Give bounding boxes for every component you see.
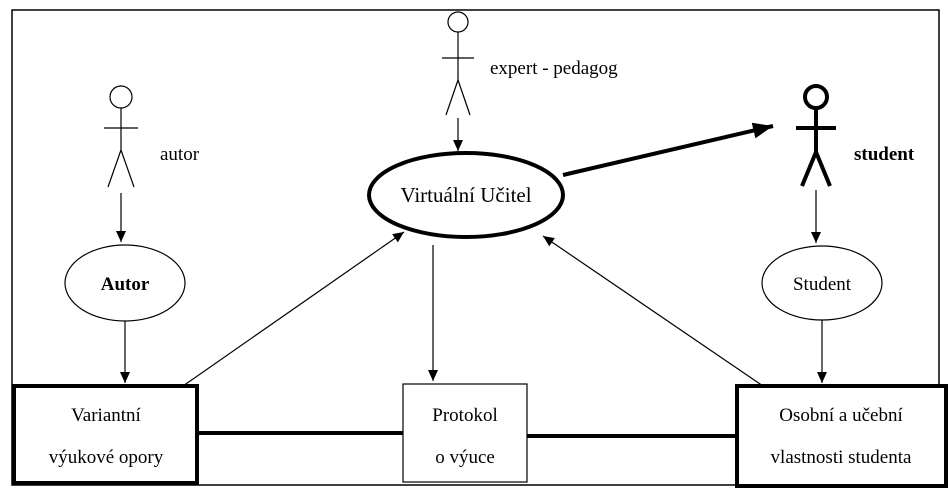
- student-node-label: Student: [793, 274, 852, 295]
- actor-expert-label: expert - pedagog: [490, 58, 618, 79]
- virtual-teacher-label: Virtuální Učitel: [400, 183, 531, 207]
- variants-line-2: výukové opory: [49, 447, 164, 468]
- personal-line-1: Osobní a učební: [779, 405, 903, 426]
- actor-expert-figure: [442, 11, 474, 116]
- arrow-variants-to-teacher: [182, 231, 405, 387]
- virtual-teacher-node: [367, 151, 565, 239]
- personal-box: [735, 384, 948, 488]
- personal-line-2: vlastnosti studenta: [771, 447, 912, 468]
- diagram-frame: [11, 9, 940, 486]
- actor-autor-label: autor: [160, 144, 200, 165]
- actor-student-figure: [796, 84, 836, 187]
- protocol-line-2: o výuce: [435, 447, 495, 468]
- autor-node-label: Autor: [101, 274, 150, 295]
- variants-box: [12, 384, 199, 485]
- arrow-personal-to-teacher: [542, 235, 764, 387]
- protocol-box: [402, 383, 528, 483]
- actor-student-label: student: [854, 144, 915, 165]
- protocol-line-1: Protokol: [432, 405, 497, 426]
- variants-line-1: Variantní: [71, 405, 141, 426]
- actor-autor-figure: [104, 85, 138, 188]
- arrow-teacher-to-student: [562, 122, 774, 177]
